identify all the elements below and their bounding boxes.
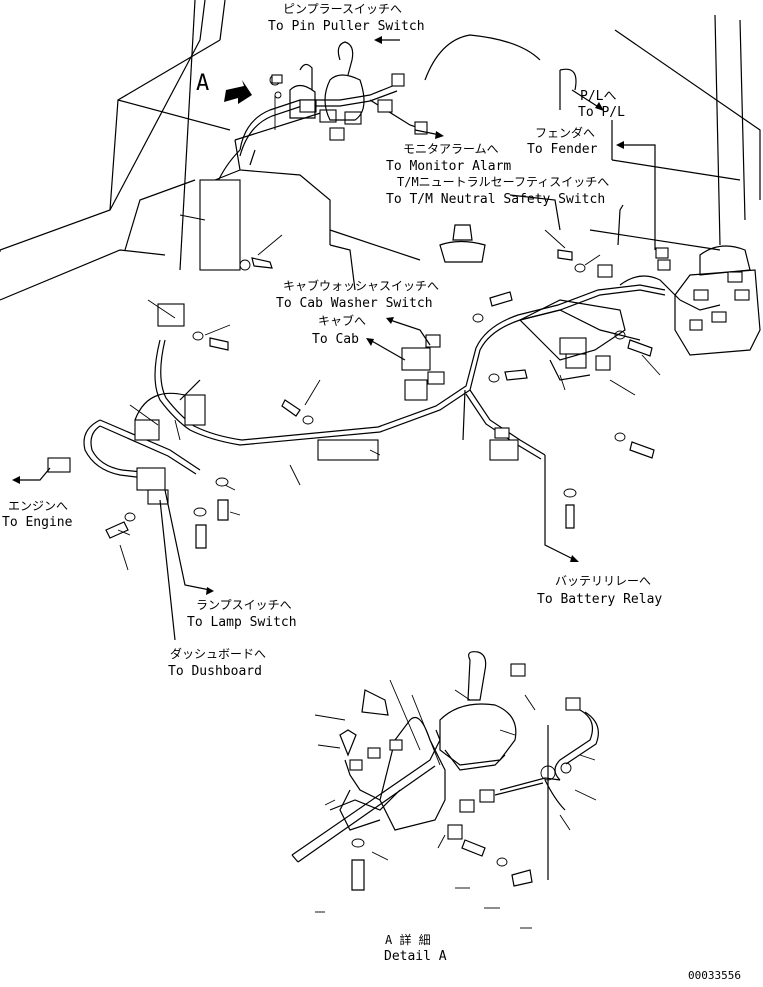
battery-label-en: To Battery Relay: [537, 592, 662, 607]
detail-bracket: [361, 689, 389, 716]
bolt-icon: [614, 330, 653, 357]
bolt-icon: [192, 331, 229, 351]
drawing-number: 00033556: [688, 969, 741, 982]
view-arrow-icon: [224, 80, 252, 104]
destination-arrows: [12, 36, 656, 641]
detail-bolt-icon: [461, 839, 486, 857]
detail-a-drawing: [291, 651, 599, 929]
detail-title-en: Detail A: [384, 949, 447, 964]
cab-washer-label-jp: キャブウォッシャスイッチへ: [283, 278, 439, 293]
dash-label-en: To Dushboard: [168, 664, 262, 679]
engine-connector: [47, 457, 71, 473]
callout-labels: ピンプラースイッチへ To Pin Puller Switch P/Lへ To …: [2, 2, 741, 982]
fender-connector: [597, 264, 613, 278]
fender-label-en: To Fender: [527, 142, 598, 157]
bolt-icon: [614, 432, 655, 459]
bolt-icon: [281, 399, 314, 425]
detail-title-jp: A 詳 細: [385, 932, 431, 947]
detail-bolt-icon: [339, 729, 357, 757]
bolt-icon: [105, 512, 136, 539]
bolt-icon: [472, 291, 513, 323]
nut-icon: [271, 74, 283, 84]
monitor-label-jp: モニタアラームへ: [403, 142, 499, 156]
connectors: [47, 73, 671, 505]
lamp-label-jp: ランプスイッチへ: [196, 598, 292, 612]
tm-neutral-switch-boot: [439, 224, 486, 263]
leader-lines: [117, 214, 661, 571]
harness-clamp-block: [136, 467, 166, 491]
tm-label-jp: T/Mニュートラルセーフティスイッチへ: [397, 175, 609, 189]
side-panel-bracket: [199, 179, 241, 271]
fender-label-jp: フェンダへ: [535, 125, 595, 140]
pin-puller-label-en: To Pin Puller Switch: [268, 19, 425, 34]
view-marker-a: A: [196, 71, 209, 96]
relay-bracket: [518, 299, 626, 381]
bolt-icon: [239, 257, 273, 271]
relay-connector: [595, 355, 611, 371]
bolt-icon: [557, 249, 586, 273]
pin-puller-connector: [391, 73, 405, 87]
cab-label-jp: キャブへ: [318, 313, 366, 328]
lamp-label-en: To Lamp Switch: [187, 615, 297, 630]
cab-structure: [0, 0, 761, 421]
dash-label-jp: ダッシュボードへ: [170, 646, 266, 661]
battery-label-jp: バッテリリレーへ: [555, 574, 651, 588]
monitor-label-en: To Monitor Alarm: [386, 159, 511, 174]
cab-label-en: To Cab: [312, 332, 359, 347]
reservoir: [674, 245, 761, 356]
cab-washer-label-en: To Cab Washer Switch: [276, 296, 433, 311]
pl-label-jp: P/Lへ: [580, 89, 616, 104]
pin-puller-label-jp: ピンプラースイッチへ: [283, 2, 402, 16]
bolt-icon: [563, 488, 577, 529]
detail-bolt-icon: [351, 859, 365, 891]
bolt-icon: [193, 507, 207, 549]
tm-label-en: To T/M Neutral Safety Switch: [386, 192, 605, 207]
engine-label-jp: エンジンへ: [8, 499, 68, 513]
pl-label-en: To P/L: [578, 105, 625, 120]
bolt-icon: [215, 477, 229, 521]
bolts: [105, 74, 655, 549]
engine-label-en: To Engine: [2, 515, 73, 530]
bolt-icon: [488, 369, 528, 383]
